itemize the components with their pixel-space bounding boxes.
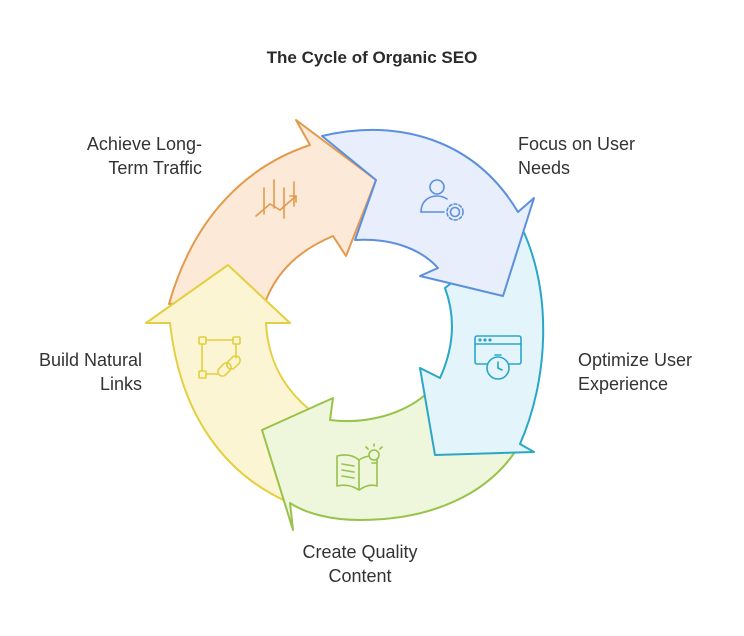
label-line: Needs bbox=[518, 158, 571, 178]
label-line: Focus on User bbox=[518, 134, 636, 154]
label-line: Build Natural bbox=[38, 350, 142, 370]
label-line: Create Quality bbox=[302, 542, 418, 562]
label-line: Achieve Long- bbox=[86, 134, 202, 154]
traffic-growth-icon bbox=[255, 179, 297, 219]
user-gear-icon bbox=[420, 179, 464, 221]
label-optimize-user-experience: Optimize User Experience bbox=[578, 348, 692, 396]
book-lightbulb-icon bbox=[336, 443, 383, 491]
label-line: Links bbox=[99, 374, 142, 394]
segment-optimize-user-experience bbox=[419, 227, 545, 456]
browser-stopwatch-icon bbox=[474, 335, 522, 380]
label-achieve-long-term-traffic: Achieve Long- Term Traffic bbox=[0, 132, 202, 180]
segment-build-natural-links bbox=[145, 264, 311, 504]
label-line: Content bbox=[328, 566, 392, 586]
label-build-natural-links: Build Natural Links bbox=[0, 348, 142, 396]
label-line: Term Traffic bbox=[108, 158, 202, 178]
label-line: Optimize User bbox=[578, 350, 693, 370]
label-create-quality-content: Create Quality Content bbox=[260, 540, 460, 588]
link-nodes-icon bbox=[198, 336, 241, 379]
label-line: Experience bbox=[578, 374, 669, 394]
label-focus-on-user-needs: Focus on User Needs bbox=[518, 132, 635, 180]
segment-focus-on-user-needs bbox=[321, 129, 535, 297]
diagram-title: The Cycle of Organic SEO bbox=[266, 48, 478, 67]
segment-achieve-long-term-traffic bbox=[168, 119, 377, 305]
